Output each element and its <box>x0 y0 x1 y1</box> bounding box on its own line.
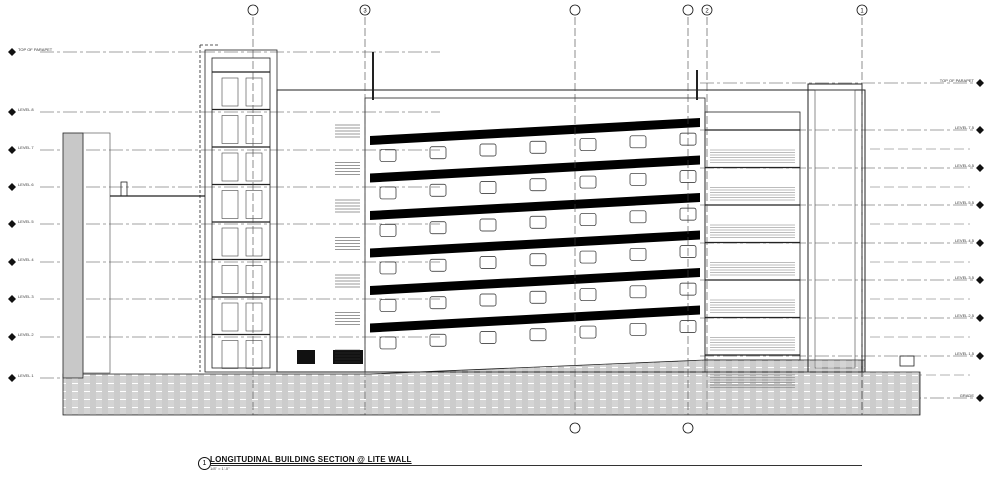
level-label-right: TOP OF PARAPET <box>940 78 975 83</box>
ramp-slab <box>370 118 700 145</box>
level-marker-icon <box>976 79 984 87</box>
section-marker-icon <box>569 422 581 434</box>
level-label-right: LEVEL 5.5 <box>955 200 975 205</box>
level-label-right: LEVEL 2.5 <box>955 313 975 318</box>
level-label-left: LEVEL 4 <box>18 257 34 262</box>
drawing-scale: 1/8" = 1'-0" <box>210 466 230 471</box>
level-marker-icon <box>8 48 16 56</box>
section-marker-icon <box>682 422 694 434</box>
level-label-left: TOP OF PARAPET <box>18 47 53 52</box>
grid-label: 3 <box>363 9 367 15</box>
grid-bubble <box>856 4 868 16</box>
ramp-slab <box>370 155 700 183</box>
grid-label: 1 <box>860 9 864 15</box>
level-marker-icon <box>976 126 984 134</box>
level-marker-icon <box>976 314 984 322</box>
level-marker-icon <box>8 146 16 154</box>
level-label-right: LEVEL 4.5 <box>955 238 975 243</box>
section-marker-icon <box>682 4 694 16</box>
level-marker-icon <box>976 352 984 360</box>
level-label-left: LEVEL 1 <box>18 373 34 378</box>
level-label-left: LEVEL 7 <box>18 145 34 150</box>
adjacent-wall <box>62 132 84 379</box>
level-marker-icon <box>8 108 16 116</box>
grid-bubble <box>359 4 371 16</box>
grid-lines: 3 2 1 <box>247 4 868 434</box>
level-marker-icon <box>8 374 16 382</box>
level-label-right: LEVEL 6.5 <box>955 163 975 168</box>
grid-label: 2 <box>705 9 709 15</box>
ramp-slab <box>370 230 700 258</box>
level-label-right: LEVEL 3.5 <box>955 275 975 280</box>
section-marker-icon <box>247 4 259 16</box>
level-label-left: LEVEL 2 <box>18 332 34 337</box>
level-label-left: LEVEL 5 <box>18 219 34 224</box>
parking-ramp <box>335 97 706 373</box>
level-marker-icon <box>976 276 984 284</box>
stair-tower <box>199 44 278 373</box>
level-marker-icon <box>976 201 984 209</box>
level-marker-icon <box>8 220 16 228</box>
drawing-title: LONGITUDINAL BUILDING SECTION @ LITE WAL… <box>210 455 412 464</box>
right-section <box>704 111 801 388</box>
level-label-right: GRADE <box>960 393 975 398</box>
title-underline <box>210 465 862 466</box>
level-label-left: LEVEL 3 <box>18 294 34 299</box>
ramp-slab <box>370 305 700 333</box>
ramp-slab <box>370 268 700 295</box>
level-marker-icon <box>976 394 984 402</box>
level-marker-icon <box>8 295 16 303</box>
level-label-left: LEVEL 6 <box>18 182 34 187</box>
level-marker-icon <box>976 164 984 172</box>
level-label-left: LEVEL 8 <box>18 107 34 112</box>
level-label-right: LEVEL 7.5 <box>955 125 975 130</box>
drawing-number-bubble: 1 <box>198 457 211 470</box>
level-label-right: LEVEL 1.5 <box>955 351 975 356</box>
grid-bubble <box>701 4 713 16</box>
level-marker-icon <box>976 239 984 247</box>
ramp-slab <box>370 193 700 220</box>
level-marker-icon <box>8 258 16 266</box>
level-marker-icon <box>8 183 16 191</box>
level-marker-icon <box>8 333 16 341</box>
section-marker-icon <box>569 4 581 16</box>
